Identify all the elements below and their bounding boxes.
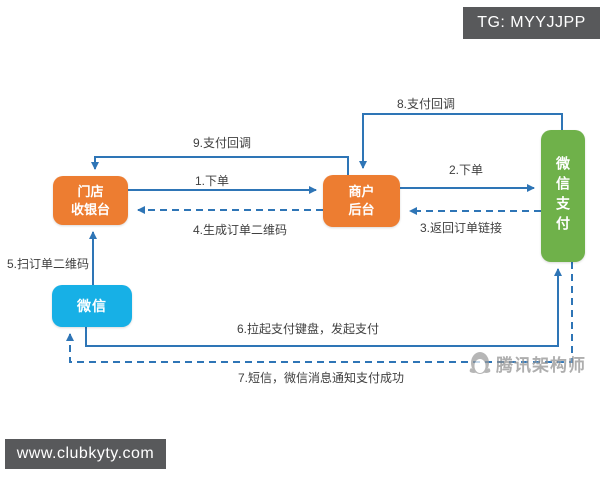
edge-label-7: 7.短信，微信消息通知支付成功 (238, 371, 405, 385)
edge-label-5: 5.扫订单二维码 (7, 257, 90, 271)
edge-line-7-notify (66, 262, 573, 363)
edge-line-6-initiate-pay (85, 268, 562, 347)
edge-line-9-callback (91, 156, 349, 175)
edge-label-4: 4.生成订单二维码 (193, 223, 288, 237)
edge-label-6: 6.拉起支付键盘，发起支付 (237, 322, 380, 336)
edge-label-2: 2.下单 (449, 163, 484, 177)
node-wechat-pay-label: 微信支付 (555, 156, 571, 236)
telegram-badge-text: TG: MYYJJPP (477, 14, 586, 31)
watermark-text: 腾讯架构师 (496, 355, 586, 375)
website-badge: www.clubkyty.com (5, 439, 166, 469)
node-wechat: 微信 (52, 285, 132, 327)
telegram-badge: TG: MYYJJPP (463, 7, 600, 39)
website-badge-text: www.clubkyty.com (16, 445, 155, 462)
node-merchant-backend: 商户 后台 (323, 175, 400, 227)
edge-label-1: 1.下单 (195, 174, 230, 188)
node-wechat-pay: 微信支付 (541, 130, 585, 262)
node-wechat-label: 微信 (77, 298, 107, 314)
watermark: 腾讯架构师 (468, 350, 586, 376)
penguin-logo-icon (469, 352, 491, 374)
node-store-cashier: 门店 收银台 (53, 176, 128, 225)
edge-label-9: 9.支付回调 (193, 136, 252, 150)
edge-label-3: 3.返回订单链接 (420, 221, 503, 235)
node-merchant-backend-label: 商户 后台 (348, 184, 375, 217)
edge-line-8-callback (359, 113, 563, 169)
node-store-cashier-label: 门店 收银台 (70, 183, 110, 217)
edge-label-8: 8.支付回调 (397, 97, 456, 111)
